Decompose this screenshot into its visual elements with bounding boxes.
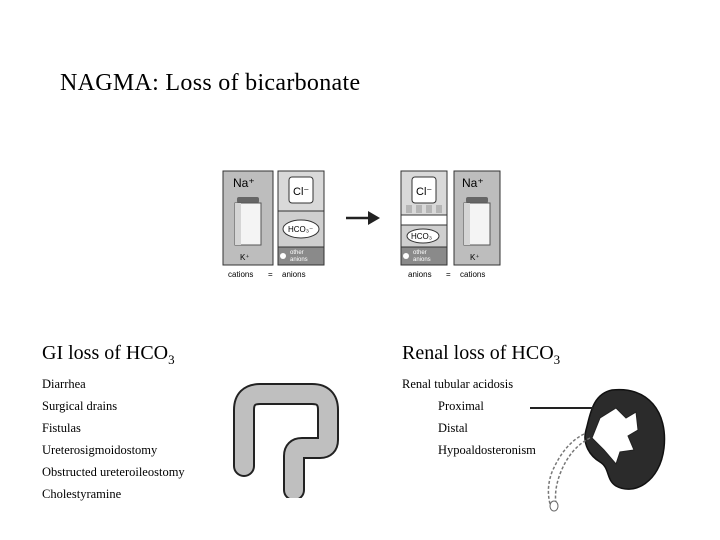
left-other-label: other: [290, 250, 304, 256]
colon-icon: [233, 383, 339, 498]
left-anions-label: anions: [282, 270, 306, 279]
list-item: Fistulas: [42, 421, 81, 435]
list-item: Renal tubular acidosis: [402, 377, 514, 391]
list-item: Hypoaldosteronism: [438, 443, 536, 457]
right-arrow-icon: [346, 211, 380, 225]
left-k-label: K⁺: [240, 253, 250, 262]
left-salt-shaker-icon: [234, 197, 262, 246]
list-item: Surgical drains: [42, 399, 118, 413]
left-cl-tag: [288, 176, 314, 204]
list-item: Diarrhea: [42, 377, 86, 391]
right-salt-shaker-icon: [463, 197, 491, 246]
list-item: Ureterosigmoidostomy: [42, 443, 158, 457]
gi-loss-heading: GI loss of HCO3: [42, 342, 175, 367]
left-equals: =: [268, 270, 273, 279]
right-hco3-bubble: [406, 228, 440, 244]
list-item: Proximal: [438, 399, 484, 413]
left-cations-label: cations: [228, 270, 253, 279]
kidney-icon: [530, 388, 666, 512]
list-item: Distal: [438, 421, 468, 435]
left-na-label: Na⁺: [233, 176, 255, 190]
right-extra-cl-icon: [406, 205, 442, 213]
right-anions-label: anions: [408, 270, 432, 279]
right-k-label: K⁺: [470, 253, 480, 262]
list-item: Obstructed ureteroileostomy: [42, 465, 185, 479]
right-hco3-label: HCO₃: [411, 232, 432, 241]
right-other-label: other: [413, 250, 427, 256]
renal-causes-list: Renal tubular acidosis Proximal Distal H…: [402, 373, 536, 461]
right-cl-tag: [411, 176, 437, 204]
right-na-label: Na⁺: [462, 176, 484, 190]
gi-causes-list: Diarrhea Surgical drains Fistulas Ureter…: [42, 373, 185, 505]
left-hco3-bubble: [282, 219, 320, 239]
list-item: Cholestyramine: [42, 487, 122, 501]
renal-loss-heading: Renal loss of HCO3: [402, 342, 561, 367]
right-equals: =: [446, 270, 451, 279]
left-hco3-label: HCO₃⁻: [288, 225, 313, 234]
right-other-anions-label: anions: [413, 257, 431, 263]
left-cl-label: Cl⁻: [293, 186, 309, 198]
ion-gap-diagram: Na⁺ K⁺ Cl⁻ HCO₃⁻ other anions cations = …: [222, 170, 501, 279]
right-cl-label: Cl⁻: [416, 186, 432, 198]
slide-title: NAGMA: Loss of bicarbonate: [60, 70, 361, 96]
right-cations-label: cations: [460, 270, 485, 279]
left-other-anions-label: anions: [290, 257, 308, 263]
